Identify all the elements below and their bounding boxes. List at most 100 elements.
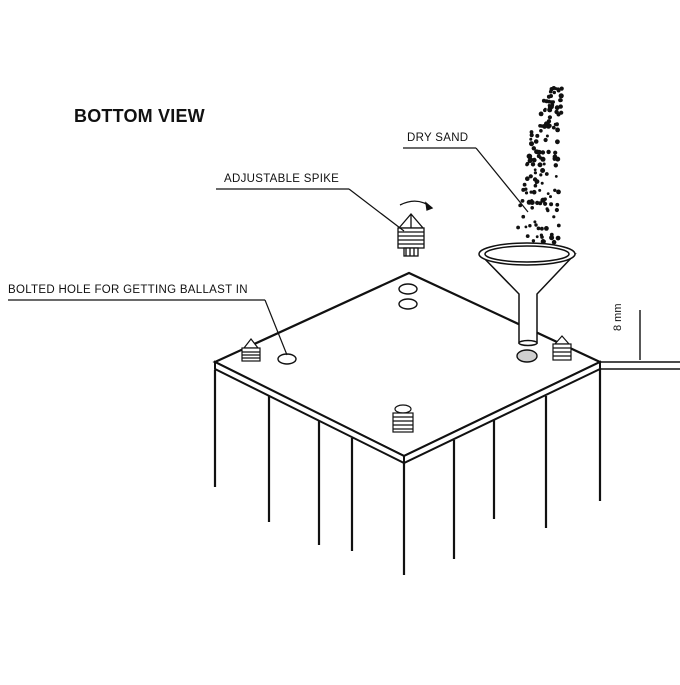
sand-grain — [533, 183, 538, 188]
legs — [213, 368, 602, 575]
sand-grain — [532, 177, 538, 182]
sand-grain — [516, 225, 520, 230]
sand-grain — [544, 226, 549, 231]
sand-grain — [559, 98, 563, 103]
sand-grain — [555, 202, 560, 207]
sand-grain — [535, 200, 540, 205]
sand-grain — [536, 226, 541, 231]
sand-grain — [525, 234, 530, 239]
sand-grain — [537, 149, 542, 155]
hole — [398, 298, 418, 310]
sand-grain — [529, 130, 534, 134]
sand-grain — [554, 87, 558, 91]
sand-grain — [532, 157, 537, 163]
sand-grain — [543, 137, 548, 143]
sand-grain — [539, 129, 543, 133]
sand-grain — [542, 162, 546, 166]
sand-grain — [555, 139, 560, 145]
sand-grain — [546, 94, 551, 99]
sand-grain — [520, 199, 525, 203]
sand-grain — [542, 239, 546, 244]
sand-grain — [534, 223, 538, 227]
plate — [212, 271, 603, 465]
leader-spike-diag — [348, 188, 405, 232]
sand-grain — [551, 125, 556, 130]
sand-grain — [540, 156, 546, 162]
holes — [277, 283, 538, 365]
fill-hole — [516, 349, 538, 363]
sand-grain — [528, 224, 532, 228]
sand-grain — [556, 223, 561, 228]
sand-grain — [525, 161, 530, 166]
sand-grain — [540, 181, 544, 185]
sand-grain — [538, 162, 543, 168]
spike-front — [392, 404, 414, 433]
leader-hole-diag — [264, 299, 288, 356]
sand-grain — [533, 139, 539, 144]
sand-grain — [540, 168, 546, 173]
sand-grain — [533, 171, 538, 175]
sand-grain — [540, 197, 546, 203]
hole — [398, 283, 418, 295]
sand-grain — [540, 226, 544, 231]
sand-grain — [538, 111, 544, 117]
sand-grain — [547, 107, 553, 113]
sand-grain — [549, 195, 552, 199]
label-bolted-hole: BOLTED HOLE FOR GETTING BALLAST IN — [8, 284, 248, 296]
sand-grain — [549, 235, 555, 241]
sand-grain — [529, 190, 533, 194]
sand-grain — [531, 146, 536, 151]
sand-grain — [530, 206, 534, 210]
sand-grain — [543, 108, 547, 113]
sand-grain — [531, 239, 536, 243]
sand-grain — [543, 201, 548, 206]
sand-grain — [529, 133, 534, 138]
sand-grain — [529, 137, 533, 141]
sand-grain — [552, 90, 556, 95]
spike-right — [552, 335, 572, 361]
leader-lines — [8, 147, 529, 356]
sand-grain — [549, 202, 554, 207]
sand-grain — [530, 162, 536, 167]
sand-particles — [516, 86, 564, 245]
label-dry-sand: DRY SAND — [407, 132, 469, 144]
sand-grain — [534, 181, 538, 185]
sand-grain — [554, 207, 560, 213]
sand-grain — [555, 122, 559, 126]
sand-grain — [542, 123, 548, 129]
funnel — [478, 242, 577, 347]
sand-grain — [522, 182, 527, 187]
sand-grain — [556, 189, 561, 195]
sand-grain — [553, 163, 558, 168]
sand-grain — [556, 112, 561, 117]
dimension-lines — [600, 310, 680, 370]
sand-grain — [526, 153, 532, 159]
sand-grain — [539, 173, 543, 177]
sand-grain — [521, 214, 526, 219]
label-adjustable-spike: ADJUSTABLE SPIKE — [224, 173, 340, 185]
dimension-label: 8 mm — [612, 303, 624, 332]
sand-grain — [545, 207, 549, 211]
sand-grain — [547, 104, 551, 107]
leader-sand-diag — [475, 147, 529, 213]
sand-grain — [554, 175, 558, 178]
sand-grain — [552, 215, 556, 219]
sand-grain — [539, 233, 544, 237]
sand-grain — [524, 191, 529, 195]
sand-grain — [559, 86, 564, 91]
spike-left — [241, 338, 261, 362]
sand-grain — [525, 176, 530, 181]
sand-grain — [551, 100, 555, 104]
sand-grain — [555, 235, 561, 241]
sand-grain — [553, 188, 557, 192]
sand-grain — [538, 201, 543, 206]
sand-grain — [531, 189, 537, 195]
sand-grain — [538, 188, 542, 192]
sand-grain — [556, 88, 561, 93]
spikes — [241, 335, 572, 433]
sand-grain — [535, 235, 539, 239]
diagram-title: BOTTOM VIEW — [74, 106, 205, 126]
sand-grain — [558, 93, 564, 99]
